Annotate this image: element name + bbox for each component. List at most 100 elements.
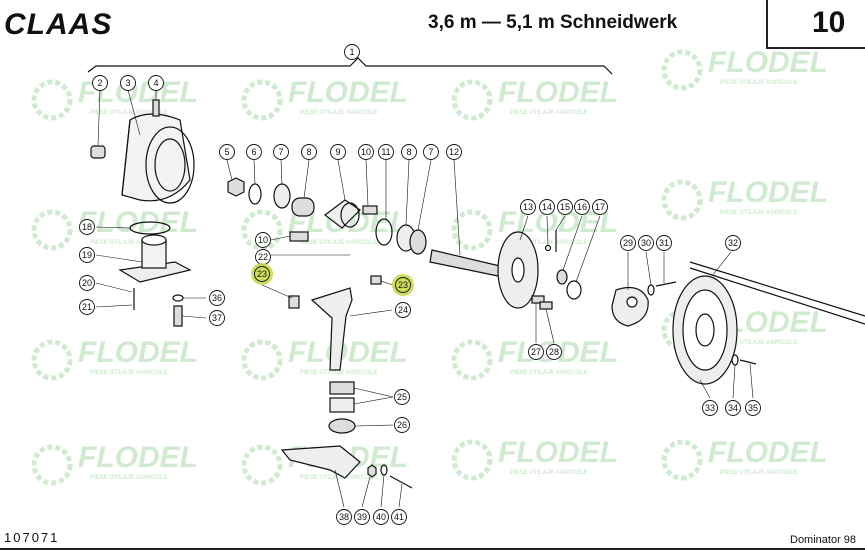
svg-text:PIESE UTILAJE AGRICOLE: PIESE UTILAJE AGRICOLE [720, 340, 797, 346]
washer-34 [731, 354, 739, 366]
nut-39 [367, 464, 377, 478]
bolt-41 [389, 475, 413, 489]
svg-text:FLODEL: FLODEL [498, 436, 618, 469]
callout-label: 39 [357, 512, 367, 522]
callout-label: 19 [82, 250, 92, 260]
callout-label: 4 [153, 78, 158, 88]
pin-lower [289, 231, 309, 242]
svg-text:PIESE UTILAJE AGRICOLE: PIESE UTILAJE AGRICOLE [90, 110, 167, 116]
callout-23: 23 [251, 263, 273, 285]
callout-label: 30 [641, 238, 651, 248]
callout-label: 35 [748, 403, 758, 413]
callout-label: 38 [339, 512, 349, 522]
callout-40: 40 [373, 509, 389, 525]
splined-shaft [429, 249, 501, 277]
claas-logo: CLAAS [4, 8, 111, 41]
callout-29: 29 [620, 235, 636, 251]
callout-41: 41 [391, 509, 407, 525]
svg-text:FLODEL: FLODEL [78, 441, 198, 474]
svg-text:FLODEL: FLODEL [78, 206, 198, 239]
callout-label: 18 [82, 222, 92, 232]
callout-19: 19 [79, 247, 95, 263]
callout-34: 34 [725, 400, 741, 416]
bushing [556, 269, 568, 285]
callout-label: 29 [623, 238, 633, 248]
callout-label: 14 [542, 202, 552, 212]
svg-text:FLODEL: FLODEL [288, 336, 408, 369]
callout-16: 16 [574, 199, 590, 215]
callout-11: 11 [378, 144, 394, 160]
bolt-37 [173, 305, 183, 327]
callout-label: 2 [97, 78, 102, 88]
callout-label: 32 [728, 238, 738, 248]
callout-label: 7 [428, 147, 433, 157]
callout-8: 8 [301, 144, 317, 160]
callout-label: 28 [549, 347, 559, 357]
callout-35: 35 [745, 400, 761, 416]
nut [227, 177, 245, 197]
model-name: Dominator 98 [790, 534, 857, 546]
leader-lines [95, 89, 754, 508]
callout-39: 39 [354, 509, 370, 525]
callout-2: 2 [92, 75, 108, 91]
svg-text:PIESE UTILAJE AGRICOLE: PIESE UTILAJE AGRICOLE [90, 370, 167, 376]
callout-label: 23 [398, 280, 408, 290]
svg-text:PIESE UTILAJE AGRICOLE: PIESE UTILAJE AGRICOLE [300, 240, 377, 246]
key-28 [539, 301, 553, 310]
callout-label: 10 [361, 147, 371, 157]
callout-22: 22 [255, 249, 271, 265]
ring-17 [566, 280, 582, 300]
taper-bearing [273, 183, 291, 209]
svg-text:FLODEL: FLODEL [498, 76, 618, 109]
svg-text:PIESE UTILAJE AGRICOLE: PIESE UTILAJE AGRICOLE [90, 475, 167, 481]
callout-14: 14 [539, 199, 555, 215]
callout-label: 26 [397, 420, 407, 430]
taper-bearing-right [409, 229, 427, 255]
svg-text:PIESE UTILAJE AGRICOLE: PIESE UTILAJE AGRICOLE [510, 470, 587, 476]
callout-38: 38 [336, 509, 352, 525]
svg-text:PIESE UTILAJE AGRICOLE: PIESE UTILAJE AGRICOLE [720, 80, 797, 86]
bushing-23b [370, 275, 382, 285]
seal-ring [129, 221, 171, 235]
bolt-31 [655, 281, 677, 287]
callout-26: 26 [394, 417, 410, 433]
callout-1: 1 [344, 44, 360, 60]
callout-3: 3 [120, 75, 136, 91]
callout-label: 11 [381, 147, 390, 157]
callout-24: 24 [395, 302, 411, 318]
fork-yoke [310, 287, 353, 371]
callout-6: 6 [246, 144, 262, 160]
header-divider [766, 0, 768, 48]
callout-label: 40 [376, 512, 386, 522]
callout-label: 3 [125, 78, 130, 88]
callout-label: 24 [398, 305, 408, 315]
callout-label: 36 [212, 293, 222, 303]
needle-bearing [90, 145, 106, 159]
page-title: 3,6 m — 5,1 m Schneidwerk [428, 12, 678, 33]
callout-label: 10 [258, 235, 268, 245]
svg-text:PIESE UTILAJE AGRICOLE: PIESE UTILAJE AGRICOLE [300, 370, 377, 376]
washer-30 [647, 284, 655, 296]
svg-text:FLODEL: FLODEL [708, 176, 828, 209]
bearing-25b [329, 397, 355, 413]
bearing-26 [328, 418, 356, 434]
callout-20: 20 [79, 275, 95, 291]
callout-label: 22 [258, 252, 268, 262]
callout-7: 7 [423, 144, 439, 160]
callout-label: 31 [659, 238, 669, 248]
svg-text:PIESE UTILAJE AGRICOLE: PIESE UTILAJE AGRICOLE [300, 110, 377, 116]
callout-37: 37 [209, 310, 225, 326]
callout-32: 32 [725, 235, 741, 251]
svg-text:FLODEL: FLODEL [78, 336, 198, 369]
callout-label: 21 [82, 302, 92, 312]
callout-label: 34 [728, 403, 738, 413]
